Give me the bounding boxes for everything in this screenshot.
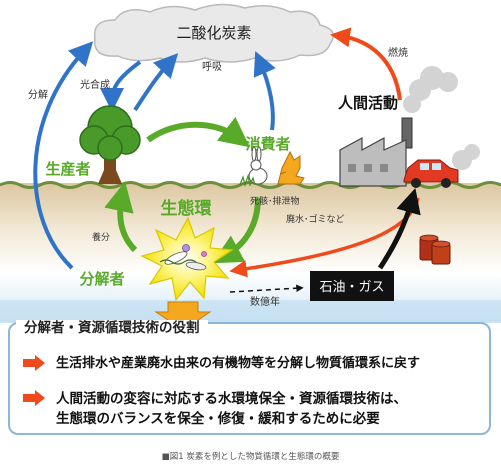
wastewater-label: 廃水･ゴミなど	[286, 213, 345, 225]
co2-label: 二酸化炭素	[176, 24, 251, 42]
car-icon	[403, 159, 459, 188]
photosynthesis-label: 光合成	[80, 78, 110, 91]
human-activity-label: 人間活動	[338, 94, 398, 112]
bullet-row-2: 人間活動の変容に対応する水環境保全・資源循環技術は、 生態環のバランスを保全・修…	[22, 389, 407, 429]
bullet-text-1: 生活排水や産業廃水由来の有機物等を分解し物質循環系に戻す	[56, 356, 421, 371]
fossil-fuel-label: 石油・ガス	[319, 280, 384, 295]
respiration-arrow	[133, 53, 179, 112]
decomposer-label: 分解者	[79, 270, 124, 288]
bullet-row-1: 生活排水や産業廃水由来の有機物等を分解し物質循環系に戻す	[22, 354, 420, 373]
smoke-icon	[403, 66, 480, 170]
oil-drums-icon	[419, 234, 451, 265]
consumer-respiration-arrow	[253, 50, 276, 131]
respiration-label: 呼吸	[202, 61, 222, 73]
nutrient-label: 養分	[92, 231, 110, 243]
fox-icon	[277, 150, 305, 185]
bullet-text-2-line-1: 人間活動の変容に対応する水環境保全・資源循環技術は、	[56, 391, 407, 407]
carcass-label: 死骸･排泄物	[250, 195, 300, 207]
photosynthesis-arrow	[100, 60, 142, 112]
panel-title: 分解者・資源循環技術の役割	[16, 320, 208, 336]
years-label: 数億年	[250, 295, 280, 308]
decomposition-label: 分解	[28, 88, 48, 101]
role-panel	[8, 322, 491, 435]
consumer-label: 消費者	[245, 135, 290, 153]
factory-icon	[339, 117, 413, 187]
red-arrow-icon	[23, 390, 45, 406]
red-arrow-icon	[23, 355, 45, 371]
carcass-arrow	[211, 197, 261, 264]
water-band	[0, 300, 501, 322]
combustion-arrow	[330, 27, 402, 101]
producer-label: 生産者	[45, 160, 90, 178]
feeding-arrow	[146, 116, 250, 148]
ecosystem-label: 生態環	[161, 198, 213, 219]
decomposition-arrow	[33, 41, 94, 270]
extraction-arrow	[377, 187, 421, 270]
grass-tuft	[239, 173, 256, 188]
figure-caption: ■図1 炭素を例とした物質循環と生態環の概要	[161, 452, 340, 462]
decomposer-burst-icon	[140, 216, 234, 302]
nutrient-arrow	[104, 181, 138, 253]
tree-icon	[79, 105, 141, 184]
fossilization-arrow	[229, 284, 304, 293]
fossil-fuel-box	[310, 271, 394, 301]
combustion-label: 燃焼	[388, 46, 408, 59]
bullet-text-2-line-2: 生態環のバランスを保全・修復・緩和するために必要	[56, 411, 380, 427]
